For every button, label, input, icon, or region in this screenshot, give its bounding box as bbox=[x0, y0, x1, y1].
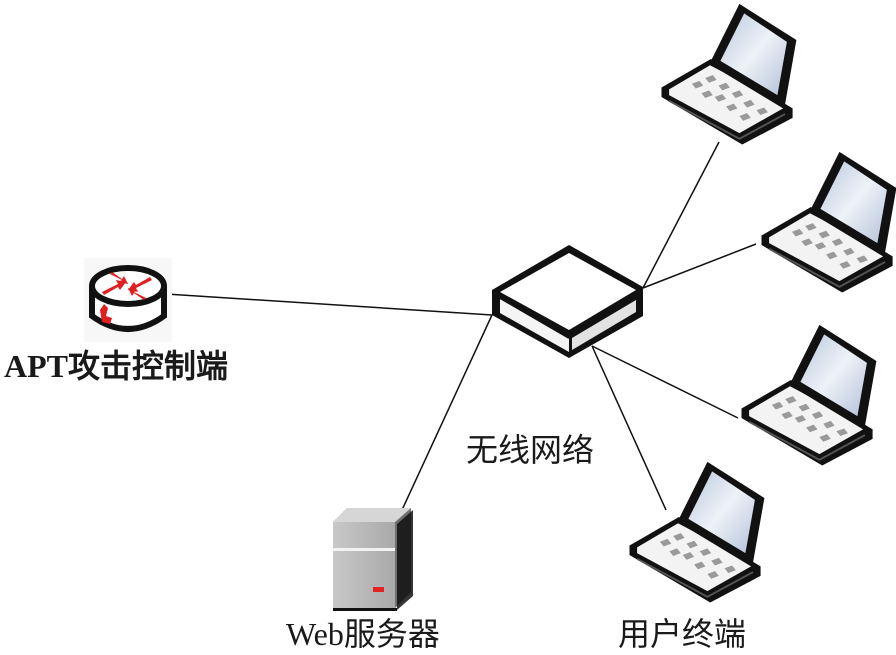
laptop-icon-2 bbox=[760, 150, 896, 294]
edge-network-laptop-3 bbox=[591, 345, 739, 419]
web-server-label: Web服务器 bbox=[286, 616, 440, 652]
edge-network-laptop-4 bbox=[591, 345, 667, 511]
laptop-icon-1 bbox=[660, 2, 798, 146]
network-label: 无线网络 bbox=[466, 431, 595, 469]
connection-lines bbox=[165, 141, 757, 511]
laptop-icon-4 bbox=[628, 460, 766, 604]
user-terminals-label: 用户终端 bbox=[618, 615, 747, 653]
server-icon bbox=[333, 508, 413, 611]
edge-network-laptop-2 bbox=[642, 243, 757, 289]
router-icon bbox=[84, 258, 172, 342]
edge-network-laptop-1 bbox=[642, 141, 720, 289]
wireless-switch-icon bbox=[492, 245, 643, 358]
laptop-icon-3 bbox=[740, 323, 878, 467]
attacker-label: APT攻击控制端 bbox=[4, 348, 229, 384]
edge-attacker-network bbox=[165, 293, 493, 316]
edge-network-webserver bbox=[401, 314, 493, 511]
